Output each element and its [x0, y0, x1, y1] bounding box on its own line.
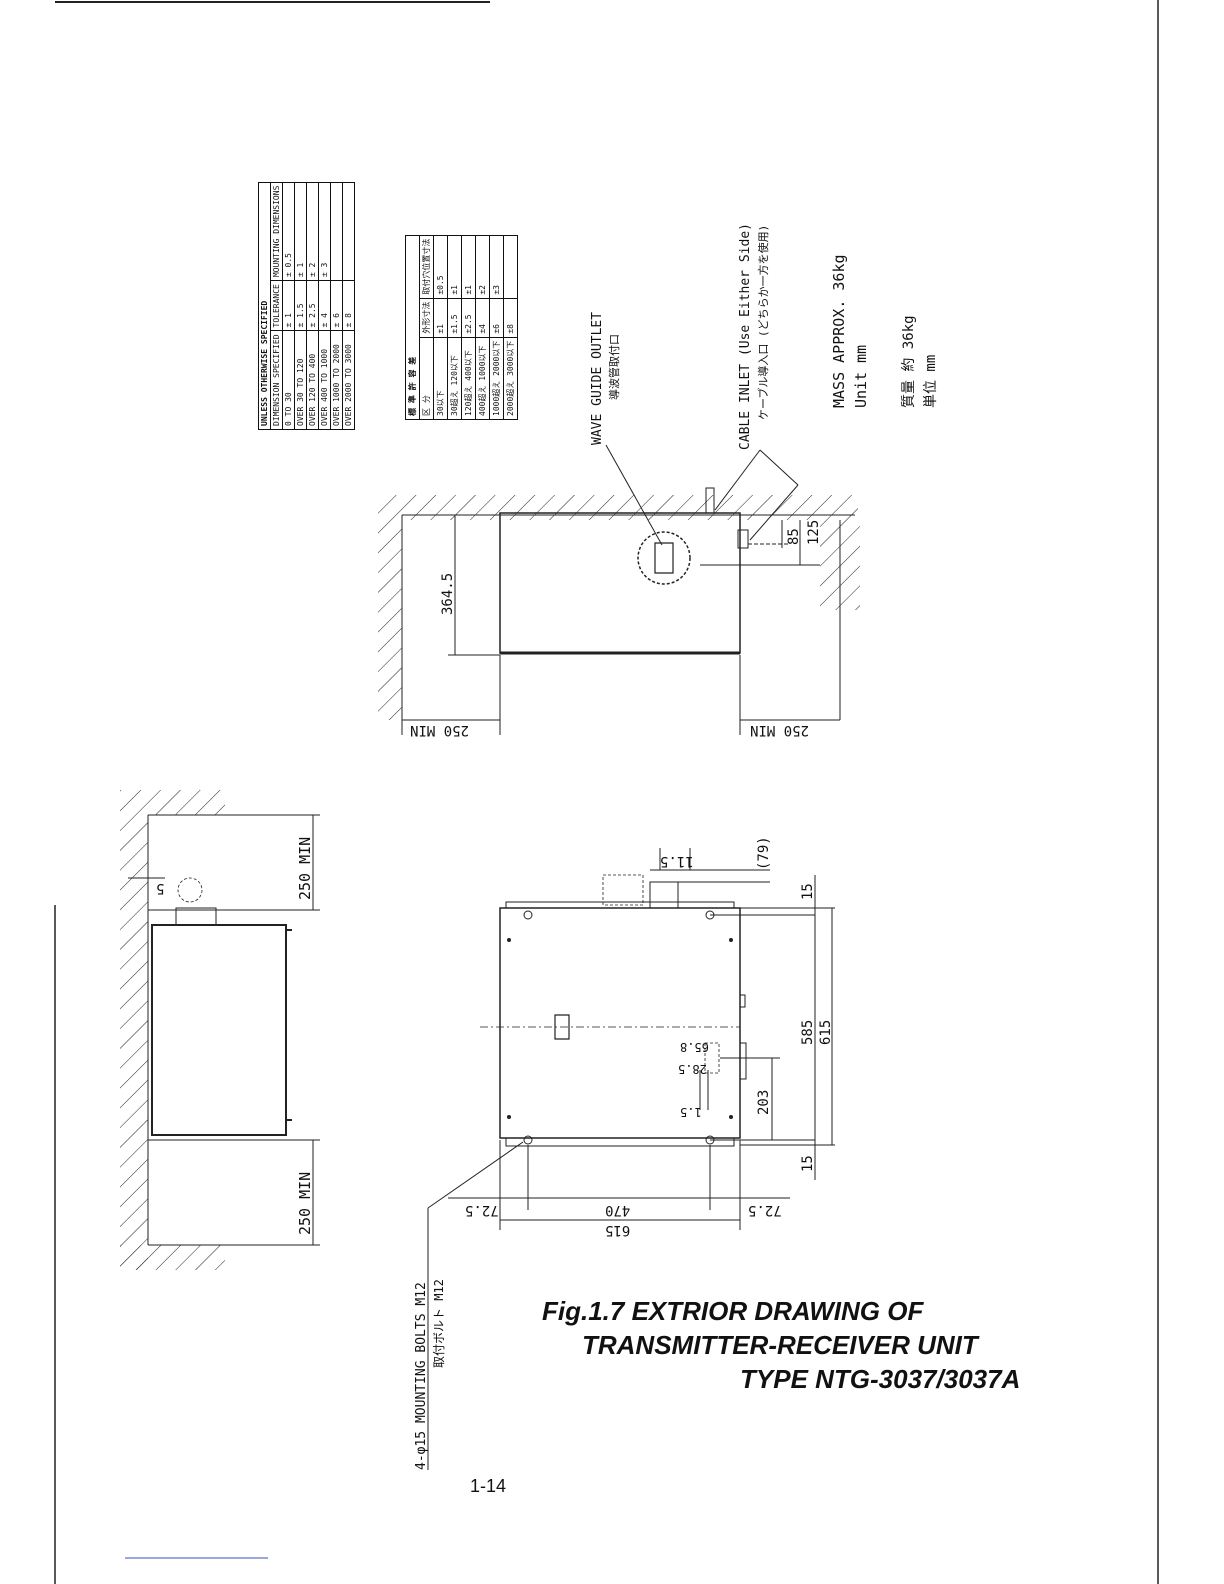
table-cell: ± 1 — [282, 280, 295, 331]
dim-11-5: 11.5 — [660, 853, 694, 869]
tolerance-table-jp: 標 準 許 容 差 区 分 外形寸法 取付穴位置寸法 30以下±1±0.5 30… — [405, 235, 518, 420]
dim-250-min-bottom: 250 MIN — [296, 1171, 314, 1235]
dim-125: 125 — [806, 519, 822, 545]
table-cell: 30超え 120以下 — [447, 337, 462, 420]
table-cell: ± 2.5 — [306, 280, 319, 331]
mounting-bolts-label-jp: 取付ボルト M12 — [432, 1279, 446, 1368]
table-cell: 120超え 400以下 — [461, 337, 476, 420]
waveguide-label-jp: 導波管取付口 — [608, 334, 621, 400]
table-cell: ± 1.5 — [294, 280, 307, 331]
table-cell: ± 2 — [306, 182, 319, 281]
table-cell: ±1.5 — [447, 298, 462, 338]
dim-615-horizontal: 615 — [605, 1222, 631, 1238]
col-header: DIMENSION SPECIFIED — [270, 330, 283, 430]
dim-15-bottom: 15 — [800, 1155, 816, 1172]
dim-470: 470 — [605, 1202, 631, 1218]
waveguide-label: WAVE GUIDE OUTLET — [590, 311, 605, 445]
cable-inlet-label: CABLE INLET (Use Either Side) — [738, 223, 753, 450]
table-cell: ± 4 — [318, 280, 331, 331]
table-cell: 1000超え 2000以下 — [489, 337, 504, 420]
table-cell — [503, 235, 518, 299]
col-header: MOUNTING DIMENSIONS — [270, 182, 283, 281]
table-cell: 2000超え 3000以下 — [503, 337, 518, 420]
table-cell: OVER 30 TO 120 — [294, 330, 307, 430]
mounting-bolts-label: 4-φ15 MOUNTING BOLTS M12 — [414, 1282, 429, 1470]
dim-72-5-right: 72.5 — [748, 1202, 782, 1218]
table-cell — [342, 182, 355, 281]
col-header: TOLERANCE — [270, 280, 283, 331]
table-cell: ±8 — [503, 298, 518, 338]
hatch-top-left — [378, 495, 858, 720]
dim-364-5: 364.5 — [440, 572, 456, 615]
tolerance-title: UNLESS OTHERWISE SPECIFIED — [258, 182, 271, 430]
table-cell: 400超え 1000以下 — [475, 337, 490, 420]
dim-250-min-top: 250 MIN — [296, 836, 314, 900]
dim-79: (79) — [756, 836, 772, 870]
dim-585: 585 — [800, 1019, 816, 1045]
col-header: 外形寸法 — [419, 298, 434, 338]
dim-250-min-right: 250 MIN — [750, 722, 810, 738]
dim-28-5: 28.5 — [678, 1062, 707, 1076]
dim-65-8: 65.8 — [680, 1040, 709, 1054]
table-cell: OVER 2000 TO 3000 — [342, 330, 355, 430]
page-number: 1-14 — [470, 1476, 507, 1496]
unit-label-jp: 単位 mm — [923, 354, 939, 408]
front-view — [428, 848, 835, 1470]
mass-label: MASS APPROX. 36kg — [830, 254, 848, 408]
table-cell: 0 TO 30 — [282, 330, 295, 430]
mass-label-jp: 質量 約 36kg — [901, 315, 917, 408]
unit-body-side — [152, 925, 286, 1135]
table-cell: ±2 — [475, 235, 490, 299]
unit-label: Unit mm — [852, 344, 870, 408]
figure-caption-line3: TYPE NTG-3037/3037A — [740, 1364, 1021, 1394]
table-cell: ±4 — [475, 298, 490, 338]
tolerance-table-en: UNLESS OTHERWISE SPECIFIED DIMENSION SPE… — [258, 182, 355, 430]
table-cell: 30以下 — [433, 337, 448, 420]
dim-1-5: 1.5 — [680, 1105, 702, 1119]
table-cell: OVER 400 TO 1000 — [318, 330, 331, 430]
hatch-side-left — [120, 790, 148, 1270]
table-cell: ±6 — [489, 298, 504, 338]
dim-15-top: 15 — [800, 883, 816, 900]
dim-72-5-left: 72.5 — [465, 1202, 499, 1218]
dim-5: 5 — [156, 880, 165, 896]
figure-caption-line1: Fig.1.7 EXTRIOR DRAWING OF — [542, 1296, 924, 1326]
col-header: 区 分 — [419, 337, 434, 420]
table-cell: ±2.5 — [461, 298, 476, 338]
table-cell: ±1 — [447, 235, 462, 299]
waveguide-flange — [638, 532, 690, 584]
table-cell — [330, 182, 343, 281]
unit-body-front — [500, 908, 740, 1138]
table-cell: ± 1 — [294, 182, 307, 281]
tolerance-title-jp: 標 準 許 容 差 — [405, 235, 420, 420]
dim-85: 85 — [786, 528, 802, 545]
cable-inlet-label-jp: ケーブル導入口 (どちらか一方を使用) — [757, 224, 770, 420]
table-cell: ±0.5 — [433, 235, 448, 299]
unit-body-top — [500, 513, 740, 653]
side-view — [120, 790, 320, 1270]
table-cell: ±1 — [433, 298, 448, 338]
dim-615-vertical: 615 — [818, 1019, 834, 1045]
table-cell: ±1 — [461, 235, 476, 299]
table-cell: OVER 1000 TO 2000 — [330, 330, 343, 430]
top-view — [378, 445, 860, 735]
col-header: 取付穴位置寸法 — [419, 235, 434, 299]
table-cell: ± 8 — [342, 280, 355, 331]
table-cell: ±3 — [489, 235, 504, 299]
table-cell: OVER 120 TO 400 — [306, 330, 319, 430]
figure-caption-line2: TRANSMITTER-RECEIVER UNIT — [582, 1330, 978, 1360]
table-cell: ± 6 — [330, 280, 343, 331]
table-cell: ± 0.5 — [282, 182, 295, 281]
dim-250-min-left: 250 MIN — [410, 722, 470, 738]
dim-203: 203 — [756, 1089, 772, 1115]
table-cell: ± 3 — [318, 182, 331, 281]
